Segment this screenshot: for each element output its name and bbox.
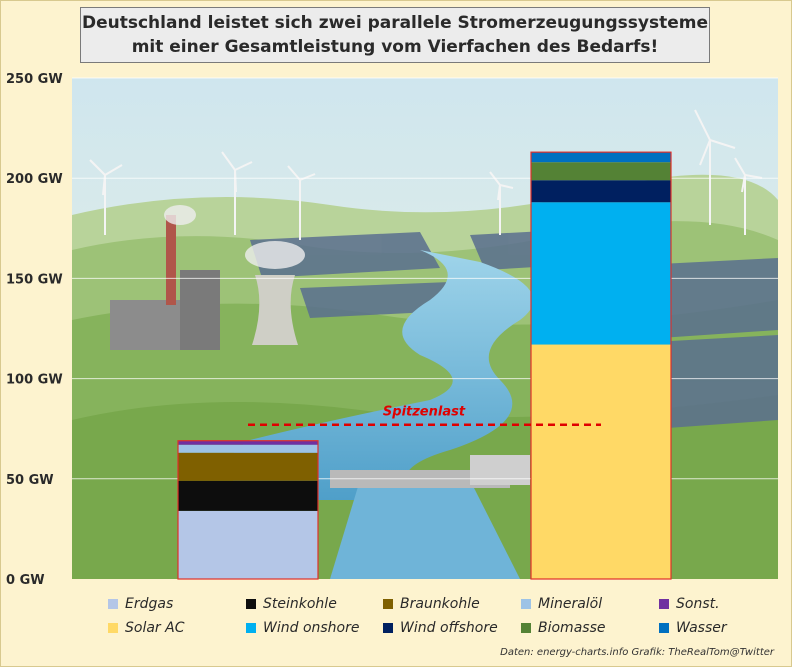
- legend-item: Steinkohle: [246, 594, 383, 614]
- legend-label: Steinkohle: [263, 596, 337, 612]
- bar-segment: [531, 152, 671, 163]
- bar-segment: [178, 440, 318, 445]
- legend-label: Erdgas: [125, 596, 174, 612]
- legend-label: Braunkohle: [400, 596, 480, 612]
- chart-title: Deutschland leistet sich zwei parallele …: [80, 7, 710, 63]
- y-tick-label: 50 GW: [6, 473, 54, 488]
- y-tick-label: 100 GW: [6, 373, 63, 388]
- legend-swatch: [383, 599, 393, 609]
- legend-swatch: [521, 599, 531, 609]
- legend-item: Mineralöl: [521, 594, 659, 614]
- legend-label: Wind offshore: [400, 620, 498, 636]
- bar-segment: [531, 202, 671, 345]
- bar-segment: [178, 444, 318, 453]
- y-tick-label: 200 GW: [6, 172, 63, 187]
- bar-outline: [530, 151, 672, 580]
- y-tick-label: 150 GW: [6, 272, 63, 287]
- y-axis-ticks: 0 GW 50 GW 100 GW 150 GW 200 GW 250 GW: [6, 72, 63, 588]
- bar-segment: [178, 480, 318, 511]
- legend-item: Sonst.: [659, 594, 759, 614]
- y-tick-label: 250 GW: [6, 72, 63, 87]
- annotations: Spitzenlast: [248, 405, 601, 426]
- bar-segment: [531, 180, 671, 203]
- legend-swatch: [246, 623, 256, 633]
- legend-swatch: [521, 623, 531, 633]
- bar-segment: [531, 344, 671, 579]
- legend-item: Braunkohle: [383, 594, 521, 614]
- legend-item: Erdgas: [108, 594, 246, 614]
- legend-item: Biomasse: [521, 618, 659, 638]
- legend-item: Solar AC: [108, 618, 246, 638]
- bar-outline: [177, 440, 319, 580]
- legend-label: Mineralöl: [538, 596, 603, 612]
- legend-item: Wasser: [659, 618, 759, 638]
- y-tick-label: 0 GW: [6, 573, 45, 588]
- legend-swatch: [108, 599, 118, 609]
- peak-load-label: Spitzenlast: [383, 405, 466, 420]
- title-line-1: Deutschland leistet sich zwei parallele …: [81, 13, 708, 33]
- bar-stack-group: [177, 151, 672, 580]
- legend-swatch: [108, 623, 118, 633]
- legend-swatch: [659, 623, 669, 633]
- bar-segment: [178, 510, 318, 579]
- bar-segment: [531, 162, 671, 181]
- legend-label: Biomasse: [538, 620, 606, 636]
- legend-label: Solar AC: [125, 620, 185, 636]
- source-credit: Daten: energy-charts.info Grafik: TheRea…: [500, 647, 774, 658]
- legend-swatch: [246, 599, 256, 609]
- legend-swatch: [383, 623, 393, 633]
- legend-label: Sonst.: [676, 596, 720, 612]
- title-line-2: mit einer Gesamtleistung vom Vierfachen …: [131, 37, 659, 57]
- legend-label: Wasser: [676, 620, 727, 636]
- legend-swatch: [659, 599, 669, 609]
- legend-label: Wind onshore: [263, 620, 360, 636]
- legend-item: Wind onshore: [246, 618, 383, 638]
- bar-segment: [178, 452, 318, 481]
- legend-item: Wind offshore: [383, 618, 521, 638]
- legend: Erdgas Steinkohle Braunkohle Mineralöl Sonst…: [108, 594, 748, 638]
